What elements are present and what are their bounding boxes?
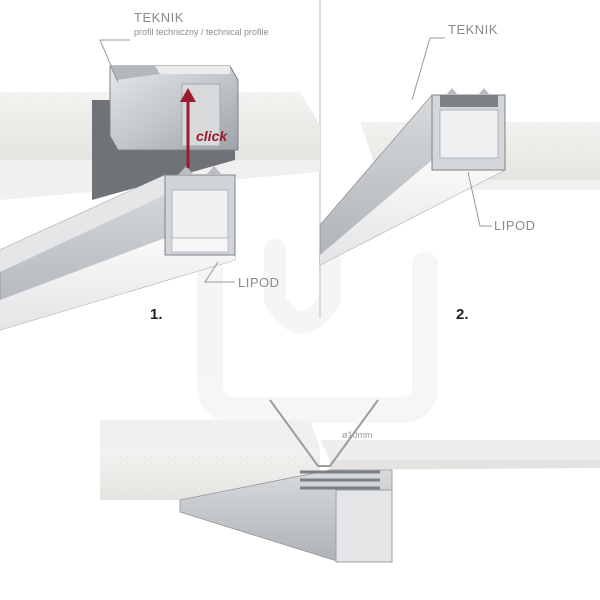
teknik-label-2: TEKNIK	[448, 22, 498, 37]
up-arrow-icon	[180, 88, 196, 168]
technical-profile	[109, 65, 239, 151]
brand-watermark-icon	[197, 239, 438, 423]
panel-2-illustration	[319, 37, 600, 266]
lipod-profile-bottom	[179, 469, 393, 563]
teknik-leader-line-2	[411, 37, 445, 101]
technical-profile-subtitle: profil techniczny / technical profile	[134, 27, 269, 37]
diameter-label: ø10mm	[342, 430, 373, 440]
ceiling-board-3	[100, 420, 320, 448]
panel-3-illustration	[100, 399, 600, 563]
lipod-profile	[0, 166, 236, 331]
lipod-leader-line-1	[204, 261, 235, 283]
installed-lipod-profile	[319, 88, 506, 266]
lipod-label-2: LIPOD	[494, 218, 536, 233]
lipod-leader-line-2	[467, 171, 492, 227]
lipod-label-1: LIPOD	[238, 275, 280, 290]
teknik-leader-line-1	[99, 39, 130, 83]
mounting-spring-icon	[269, 399, 379, 467]
step-1-label: 1.	[150, 306, 163, 323]
panel-1-illustration	[0, 39, 320, 331]
teknik-label-1: TEKNIK	[134, 10, 184, 25]
step-2-label: 2.	[456, 306, 469, 323]
click-label: click	[196, 128, 228, 144]
